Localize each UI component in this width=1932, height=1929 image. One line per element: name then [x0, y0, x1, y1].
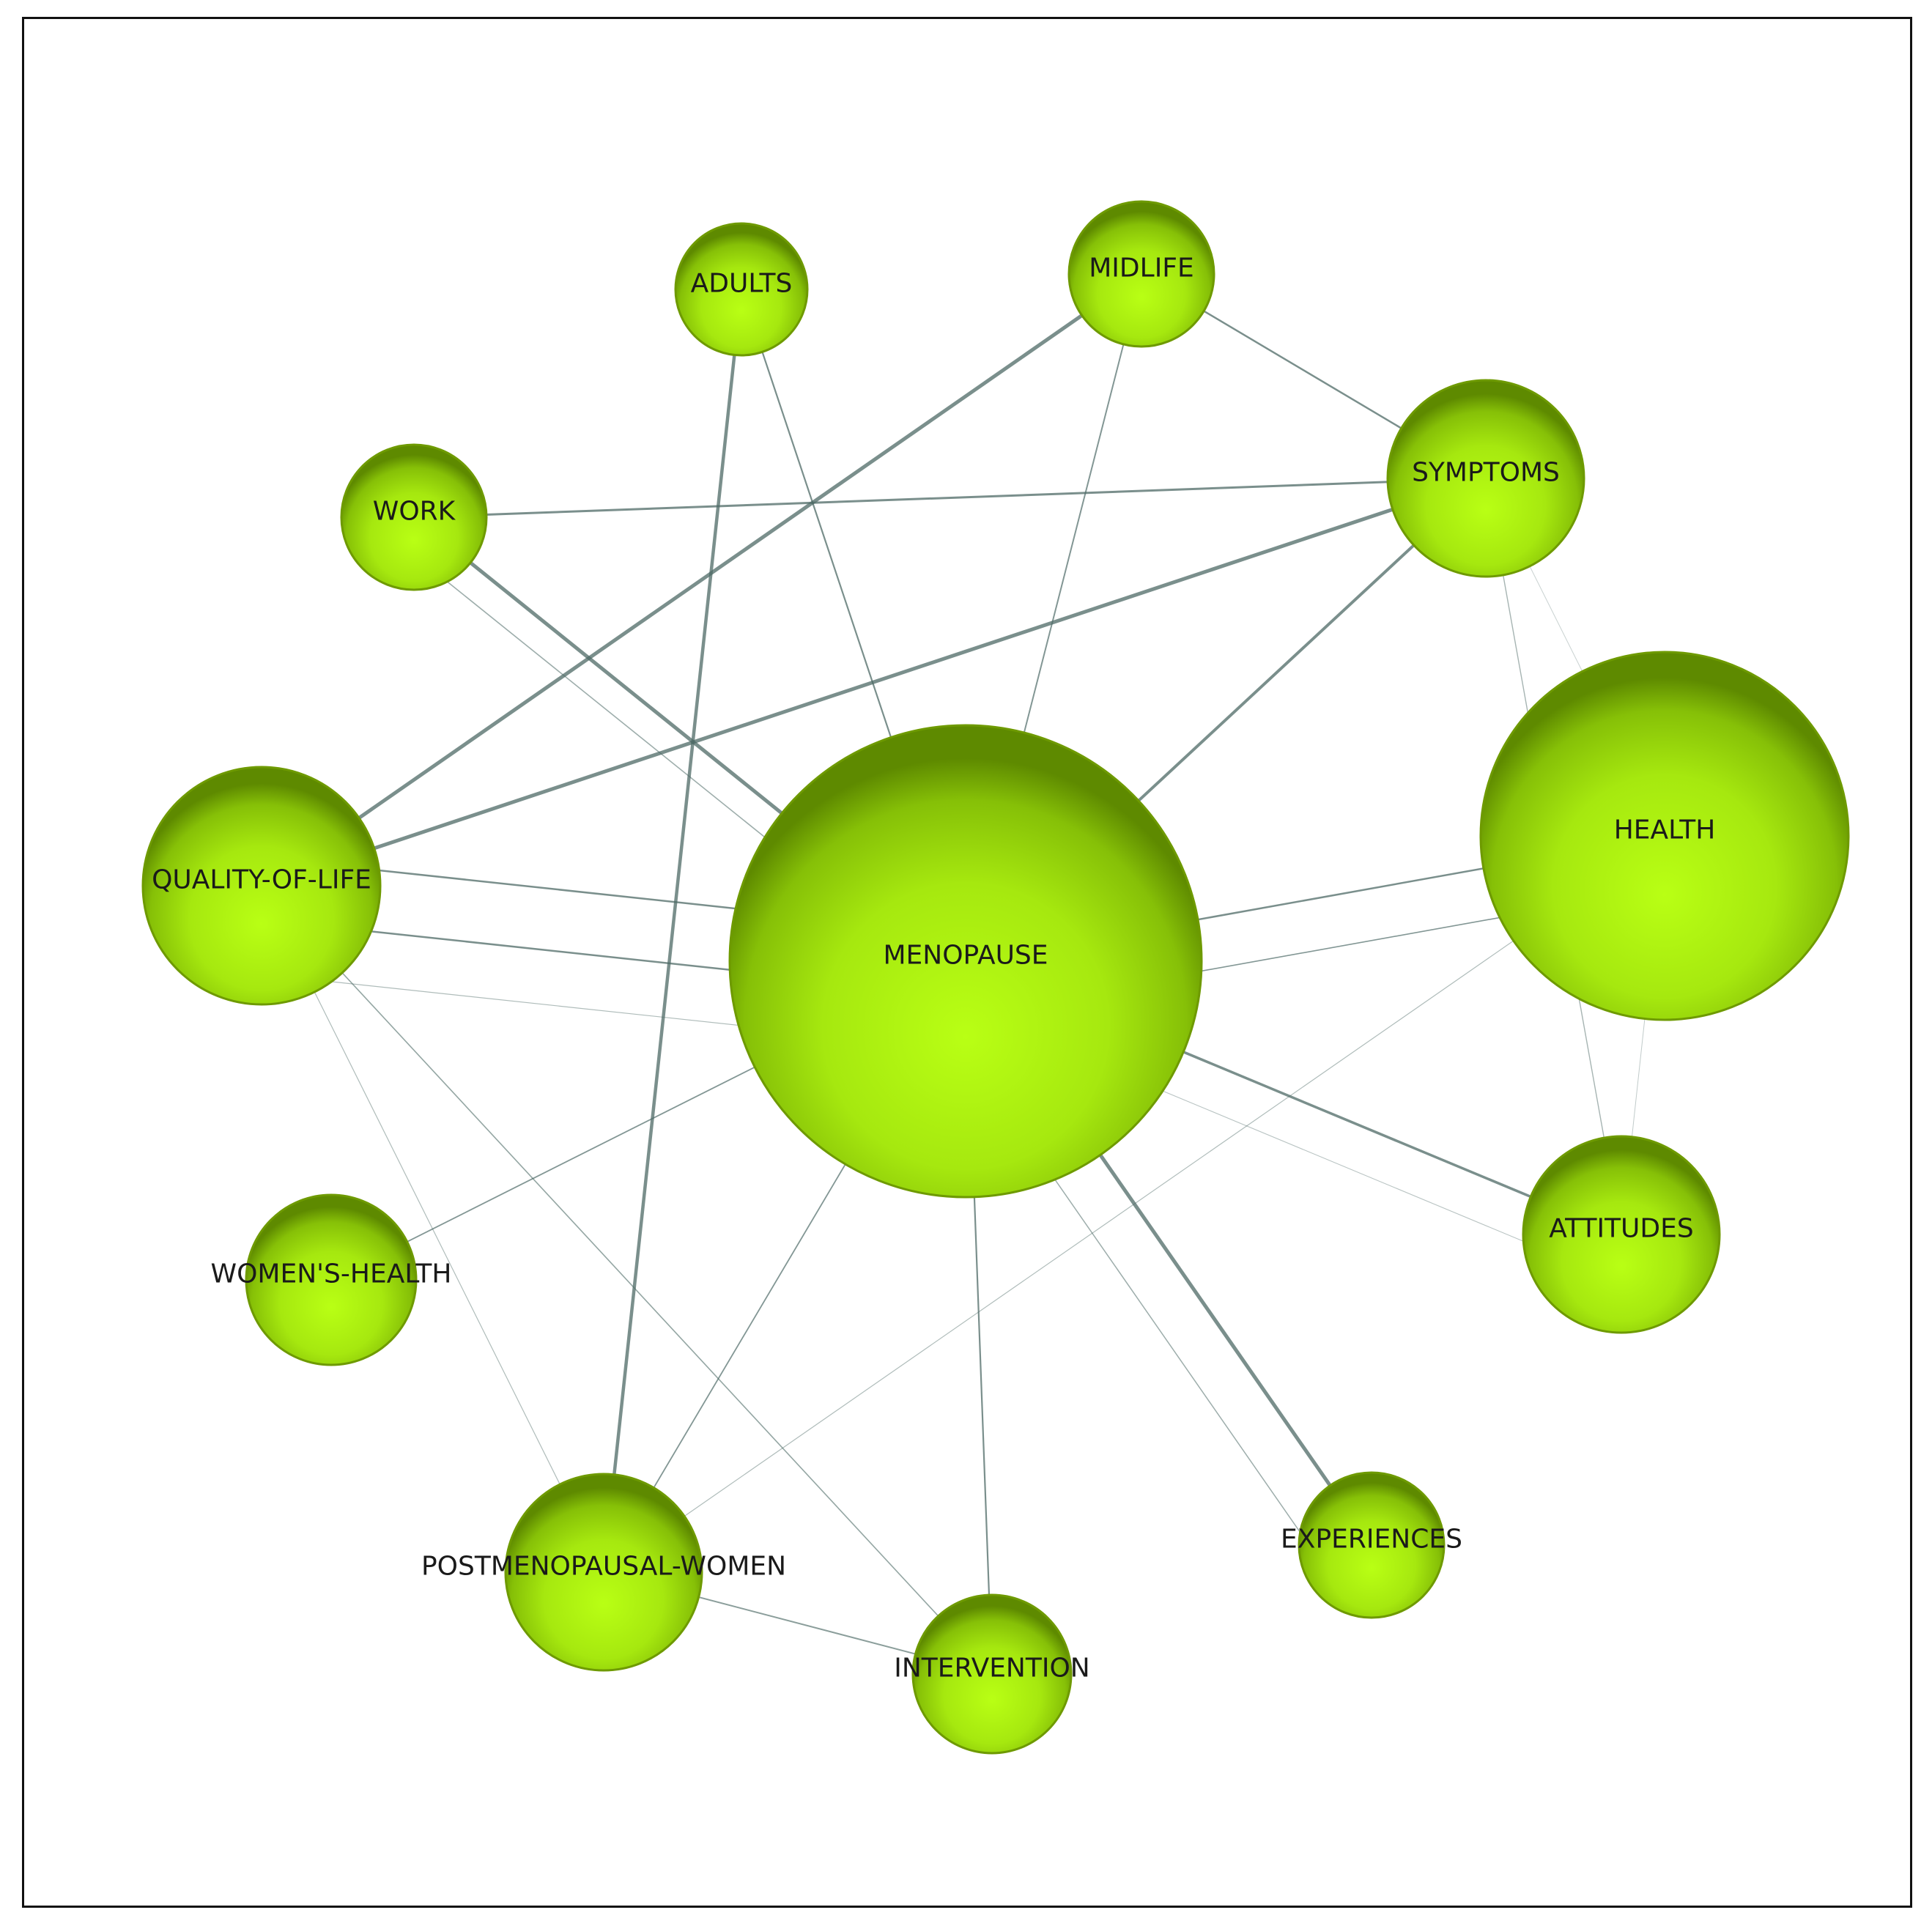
node-adults[interactable]	[674, 222, 809, 357]
edge-quality_of_life-midlife	[260, 272, 1143, 888]
node-label-experiences: EXPERIENCES	[1281, 1525, 1462, 1555]
edge-work-symptoms	[413, 477, 1487, 519]
node-label-womens-health: WOMEN'S-HEALTH	[210, 1259, 451, 1289]
edge-quality_of_life-symptoms	[261, 476, 1487, 888]
edge-quality_of_life-postmenopausal_women	[261, 885, 604, 1573]
label-layer: MENOPAUSE HEALTH QUALITY-OF-LIFE SYMPTOMS AT…	[152, 253, 1715, 1684]
node-label-intervention: INTERVENTION	[894, 1654, 1090, 1684]
node-label-symptoms: SYMPTOMS	[1412, 458, 1560, 488]
edge-quality_of_life-intervention	[261, 885, 993, 1675]
node-symptoms[interactable]	[1386, 379, 1585, 578]
node-label-quality-of-life: QUALITY-OF-LIFE	[152, 865, 371, 895]
node-layer	[141, 200, 1850, 1755]
node-womens-health[interactable]	[245, 1193, 418, 1366]
node-work[interactable]	[340, 443, 488, 591]
node-postmenopausal-women[interactable]	[504, 1473, 703, 1672]
node-label-health: HEALTH	[1614, 815, 1716, 845]
diagram-frame	[22, 17, 1912, 1908]
node-label-attitudes: ATTITUDES	[1549, 1214, 1693, 1244]
node-label-postmenopausal-women: POSTMENOPAUSAL-WOMEN	[421, 1552, 786, 1582]
node-menopause[interactable]	[728, 724, 1203, 1199]
node-intervention[interactable]	[911, 1593, 1073, 1755]
node-quality-of-life[interactable]	[141, 766, 382, 1006]
node-label-midlife: MIDLIFE	[1089, 253, 1194, 284]
node-label-adults: ADULTS	[691, 269, 793, 299]
edge-adults-postmenopausal_women	[602, 289, 744, 1573]
node-experiences[interactable]	[1298, 1471, 1446, 1619]
node-attitudes[interactable]	[1522, 1135, 1721, 1334]
node-label-menopause: MENOPAUSE	[883, 941, 1048, 971]
node-label-work: WORK	[373, 497, 456, 527]
node-health[interactable]	[1479, 651, 1850, 1021]
edge-health-postmenopausal_women	[603, 835, 1665, 1573]
node-midlife[interactable]	[1067, 200, 1215, 348]
